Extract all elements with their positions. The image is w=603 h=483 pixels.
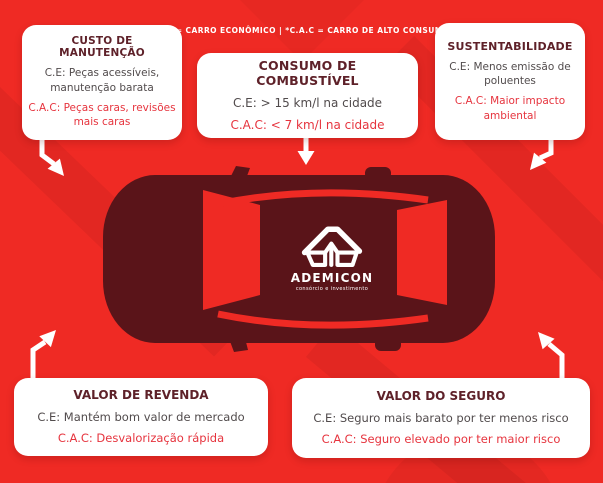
card-resale-ce: C.E: Mantém bom valor de mercado <box>37 409 245 424</box>
car-rear-window <box>397 200 447 305</box>
legend-text: *C.E = CARRO ECONÔMICO | *C.A.C = CARRO … <box>153 26 450 35</box>
card-maintenance-ce: C.E: Peças acessíveis, manutenção barata <box>44 67 160 94</box>
card-fuel-consumption: CONSUMO DE COMBUSTÍVEL C.E: > 15 km/l na… <box>197 53 418 138</box>
car-windshield <box>203 190 260 310</box>
car-side-window-bottom <box>217 310 429 329</box>
card-maintenance-cac: C.A.C: Peças caras, revisões mais caras <box>28 101 176 129</box>
arrow-fuel-head-icon <box>297 151 315 165</box>
card-resale-cac: C.A.C: Desvalorização rápida <box>57 431 225 445</box>
car-rear-bump-top <box>365 167 391 180</box>
card-maintenance: CUSTO DE MANUTENÇÃO C.E: Peças acessívei… <box>22 25 182 140</box>
card-resale-title: VALOR DE REVENDA <box>73 387 209 402</box>
card-sustainability-cac: C.A.C: Maior impacto ambiental <box>454 95 566 122</box>
arrow-insurance-line <box>547 342 565 379</box>
card-insurance-cac: C.A.C: Seguro elevado por ter maior risc… <box>321 432 561 446</box>
card-insurance-value: VALOR DO SEGURO C.E: Seguro mais barato … <box>292 378 590 458</box>
car-side-window-top <box>217 189 429 208</box>
car-right-mirror <box>228 334 248 352</box>
card-fuel-ce: C.E: > 15 km/l na cidade <box>232 95 383 110</box>
card-sustainability-ce: C.E: Menos emissão de poluentes <box>449 60 571 88</box>
arrow-insurance-head-icon <box>538 332 555 350</box>
arrow-resale-head-icon <box>39 330 56 348</box>
card-sustainability-title: SUSTENTABILIDADE <box>447 39 573 53</box>
card-fuel-title: CONSUMO DE COMBUSTÍVEL <box>256 57 359 88</box>
ademicon-tagline: consórcio e investimento <box>295 286 369 292</box>
card-maintenance-title: CUSTO DE MANUTENÇÃO <box>59 35 145 60</box>
ademicon-logo: ADEMICON consórcio e investimento <box>288 221 376 292</box>
card-insurance-ce: C.E: Seguro mais barato por ter menos ri… <box>313 410 569 425</box>
car-rear-bump-bottom <box>375 338 401 351</box>
arrow-sustainability-head-icon <box>530 152 547 170</box>
arrow-sustainability-line <box>538 139 554 161</box>
card-resale-value: VALOR DE REVENDA C.E: Mantém bom valor d… <box>14 378 268 456</box>
card-insurance-title: VALOR DO SEGURO <box>376 388 506 403</box>
card-fuel-cac: C.A.C: < 7 km/l na cidade <box>230 117 385 132</box>
arrow-maintenance-line <box>39 139 56 166</box>
ademicon-brand-name: ADEMICON <box>290 271 374 285</box>
arrow-resale-line <box>30 339 47 379</box>
card-sustainability: SUSTENTABILIDADE C.E: Menos emissão de p… <box>435 23 585 140</box>
arrow-maintenance-head-icon <box>47 158 64 176</box>
ademicon-mark-icon <box>301 226 363 267</box>
car-left-mirror <box>228 166 250 184</box>
